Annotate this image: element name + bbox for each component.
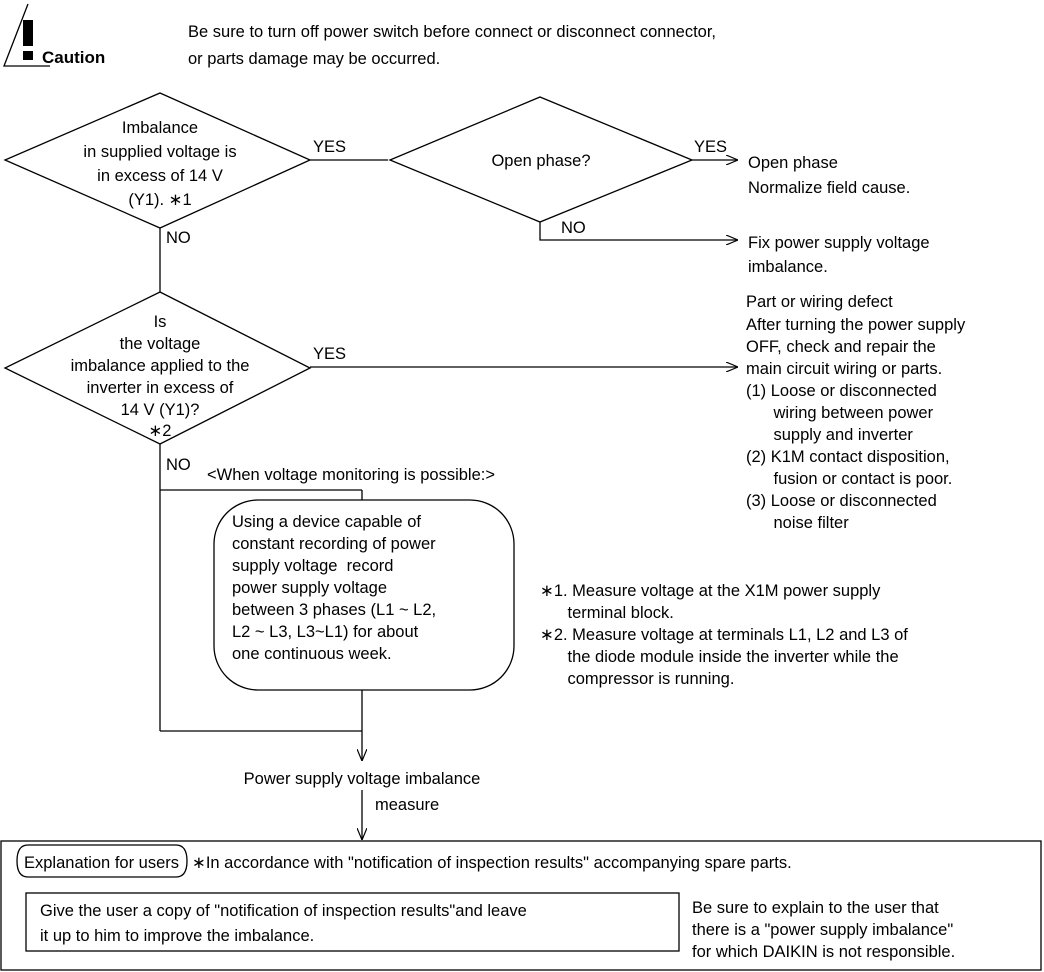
result-fix-line: Fix power supply voltage [748,234,930,252]
result-defect-line: main circuit wiring or parts. [746,360,942,378]
decision-text-line: Imbalance [122,119,198,137]
caution-text-line: Be sure to turn off power switch before … [188,23,716,41]
warning-triangle-icon [3,3,50,67]
result-defect-line: (1) Loose or disconnected [746,382,937,400]
yes-label: YES [313,138,346,156]
monitoring-step-line: between 3 phases (L1 ~ L2, [232,601,436,619]
no-label: NO [166,229,191,247]
final-step-title: Power supply voltage imbalance [244,770,481,788]
footnote-line: compressor is running. [540,670,734,688]
explanation-user-action-line: it up to him to improve the imbalance. [40,927,314,945]
caution-text-line: or parts damage may be occurred. [188,50,440,68]
decision-text-line: (Y1). ∗1 [128,191,191,209]
result-defect-line: supply and inverter [746,426,913,444]
explanation-tag-outline [16,844,188,878]
footnote-line: ∗1. Measure voltage at the X1M power sup… [540,582,881,600]
result-defect-line: Part or wiring defect [746,293,893,311]
explanation-user-action-box [25,892,680,952]
explanation-user-action-line: Give the user a copy of "notification of… [40,902,527,920]
decision-text-line: in supplied voltage is [83,143,236,161]
no-label: NO [561,219,586,237]
yes-label: YES [313,345,346,363]
explanation-note: ∗In accordance with "notification of ins… [192,854,792,872]
monitoring-step-line: Using a device capable of [232,513,421,531]
result-open-phase-line: Normalize field cause. [748,179,910,197]
result-open-phase-line: Open phase [748,154,838,172]
decision-text-line: Open phase? [491,152,590,170]
decision-text-line: imbalance applied to the [71,357,250,375]
footnote-line: ∗2. Measure voltage at terminals L1, L2 … [540,626,908,644]
explanation-responsibility-line: Be sure to explain to the user that [692,899,939,917]
result-defect-line: (3) Loose or disconnected [746,492,937,510]
result-defect-line: (2) K1M contact disposition, [746,448,950,466]
decision-text-line: Is [154,313,167,331]
decision-text-line: inverter in excess of [87,379,234,397]
no-arrow [539,222,738,240]
monitoring-step-line: constant recording of power [232,535,436,553]
monitoring-step-line: one continuous week. [232,645,392,663]
footnote-line: the diode module inside the inverter whi… [540,648,899,666]
result-defect-line: noise filter [746,514,849,532]
explanation-responsibility-line: for which DAIKIN is not responsible. [692,943,955,961]
caution-label: Caution [42,48,105,67]
result-defect-line: OFF, check and repair the [746,338,936,356]
decision-text-line: in excess of 14 V [97,167,223,185]
no-label: NO [166,456,191,474]
result-defect-line: After turning the power supply [746,316,966,334]
explanation-responsibility-line: there is a "power supply imbalance" [692,921,953,939]
monitoring-step-line: L2 ~ L3, L3~L1) for about [232,623,419,641]
yes-label: YES [694,138,727,156]
result-fix-line: imbalance. [748,258,828,276]
decision-text-line: the voltage [120,335,201,353]
footnote-line: terminal block. [540,604,674,622]
decision-text-line: ∗2 [148,422,171,440]
monitoring-label: <When voltage monitoring is possible:> [207,466,495,484]
result-defect-line: fusion or contact is poor. [746,470,952,488]
explanation-tag: Explanation for users [24,854,179,872]
result-defect-line: wiring between power [746,404,934,422]
decision-text-line: 14 V (Y1)? [121,401,200,419]
monitoring-step-line: power supply voltage [232,579,387,597]
monitoring-step-box [213,499,515,691]
monitoring-step-line: supply voltage record [232,557,393,575]
final-step-subtitle: measure [375,796,439,814]
